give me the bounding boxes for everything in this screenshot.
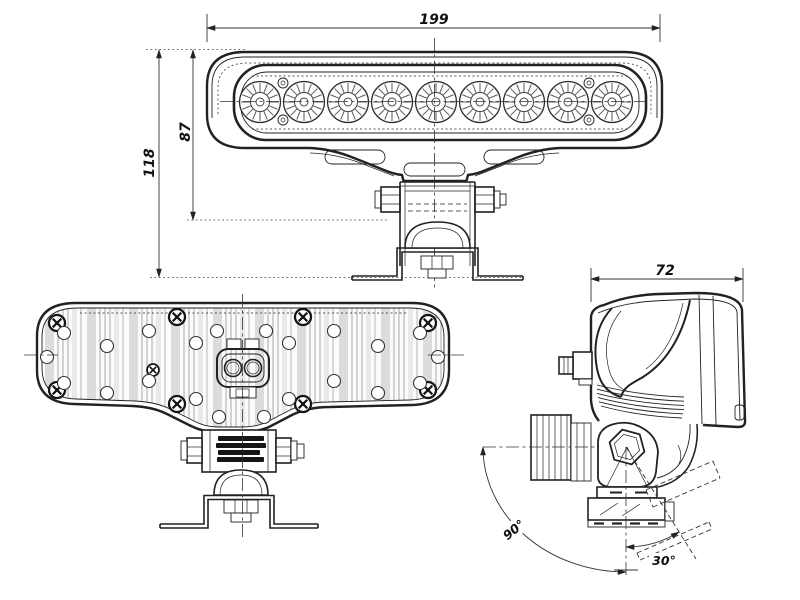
adjustment-knob — [530, 414, 592, 482]
pivot-hex-bolt — [608, 428, 646, 466]
tilt-angle-label: 30° — [652, 553, 676, 568]
dim-total-height: 118 — [142, 49, 523, 278]
tilt-arc: 30° — [625, 531, 680, 568]
tilted-position-dashed — [625, 446, 721, 561]
led-array — [238, 80, 634, 124]
rear-mount-bracket — [159, 429, 319, 529]
dim-body-height: 87 — [178, 49, 388, 221]
dim-depth: 72 — [590, 263, 744, 302]
front-view: 199 118 87 — [142, 12, 664, 290]
led-reflector — [546, 80, 590, 124]
led-reflector — [282, 80, 326, 124]
pivot-assembly — [587, 421, 699, 528]
led-reflector — [502, 80, 546, 124]
dim-total-height-label: 118 — [142, 148, 158, 177]
led-reflector — [458, 80, 502, 124]
heatsink-body — [35, 301, 451, 434]
side-connector — [558, 351, 593, 386]
led-reflector — [414, 80, 458, 124]
side-view: 72 — [480, 263, 747, 575]
heatsink-fins — [596, 384, 685, 419]
dim-body-height-label: 87 — [178, 122, 194, 142]
spec-label — [216, 436, 266, 462]
dim-width-label: 199 — [419, 12, 448, 28]
lens-screws — [277, 77, 595, 126]
dim-depth-label: 72 — [655, 263, 674, 279]
led-reflector — [370, 80, 414, 124]
dim-width: 199 — [206, 12, 661, 42]
led-reflector — [326, 80, 370, 124]
led-reflector — [590, 80, 634, 124]
front-mount-bracket — [351, 181, 524, 281]
led-reflector — [238, 80, 282, 124]
power-connector — [216, 338, 270, 399]
lamp-front-body — [205, 38, 664, 290]
rear-view — [24, 294, 464, 540]
